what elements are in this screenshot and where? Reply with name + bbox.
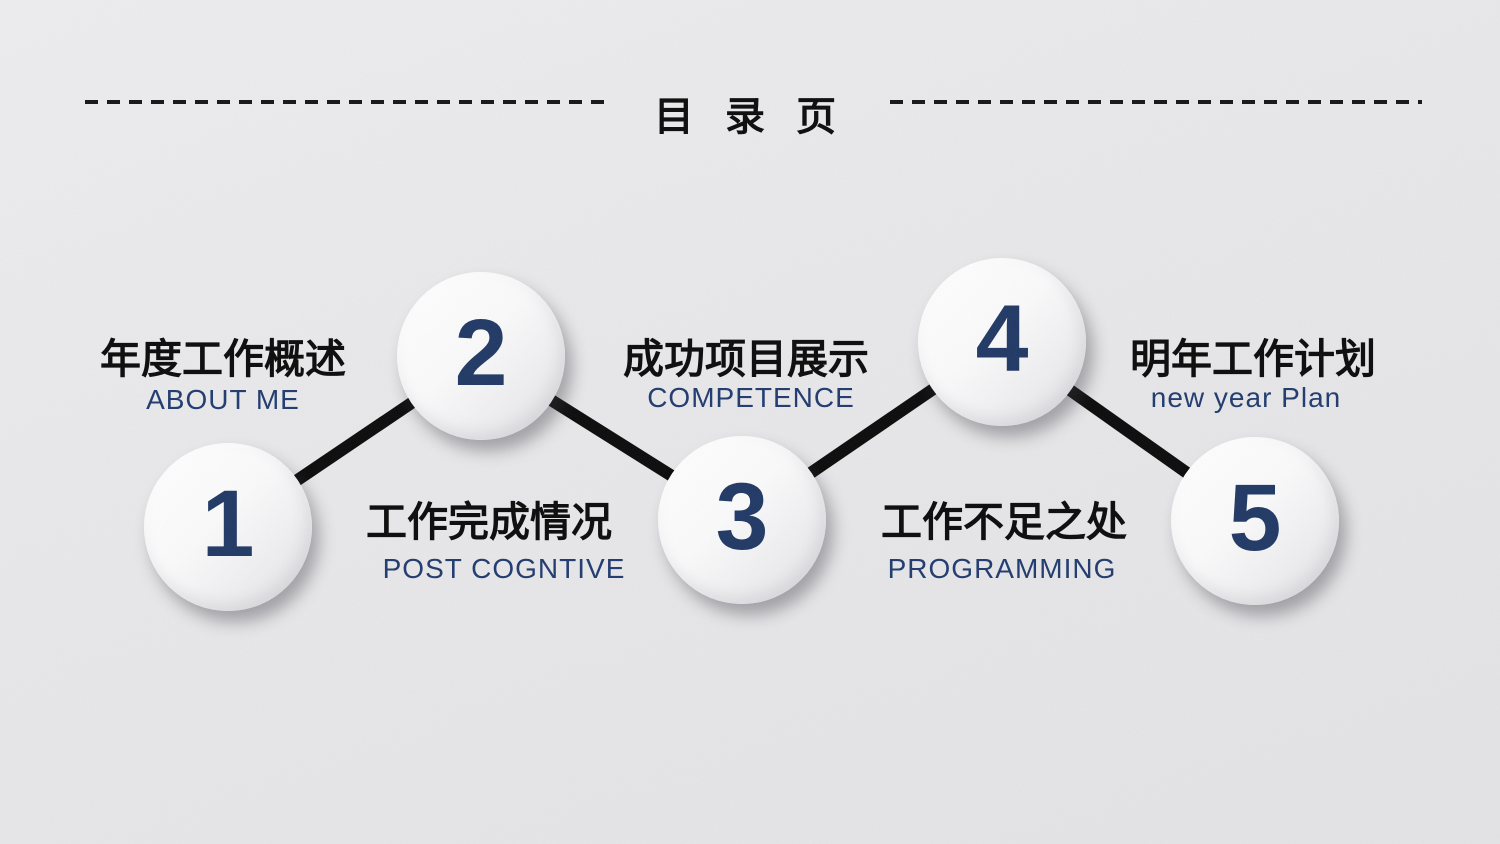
toc-number-5: 5 [1228, 464, 1282, 571]
toc-item-4-title: 工作不足之处 [881, 499, 1127, 545]
toc-circle-4: 4 [918, 258, 1086, 426]
toc-number-3: 3 [715, 463, 769, 570]
toc-item-1-subtitle: ABOUT ME [146, 384, 300, 415]
toc-item-2-title: 工作完成情况 [366, 499, 612, 545]
toc-item-4-subtitle: PROGRAMMING [887, 553, 1117, 584]
toc-item-1-title: 年度工作概述 [100, 336, 346, 382]
toc-item-5-title: 明年工作计划 [1130, 336, 1376, 382]
toc-circle-1: 1 [144, 443, 312, 611]
toc-item-3-title: 成功项目展示 [623, 336, 869, 382]
toc-number-2: 2 [454, 299, 508, 406]
toc-circle-5: 5 [1171, 437, 1339, 605]
toc-item-5-subtitle: new year Plan [1150, 382, 1342, 413]
toc-item-3-subtitle: COMPETENCE [647, 382, 855, 413]
toc-item-2-subtitle: POST COGNTIVE [382, 553, 626, 584]
toc-circle-3: 3 [658, 436, 826, 604]
toc-number-1: 1 [201, 470, 255, 577]
toc-circle-2: 2 [397, 272, 565, 440]
page-title: 目 录 页 [653, 95, 847, 139]
dashed-divider-left [85, 100, 607, 104]
dashed-divider-right [890, 100, 1422, 104]
toc-number-4: 4 [975, 285, 1029, 392]
